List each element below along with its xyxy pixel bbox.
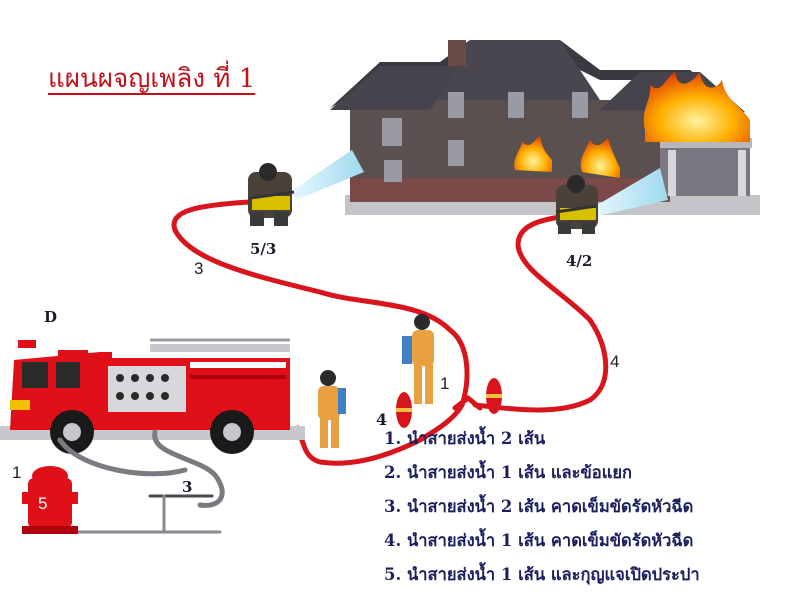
suction-number: 3 [182,478,193,496]
hose-number-right: 4 [610,352,620,371]
step-item: 3. นำสายส่งน้ำ 2 เส้น คาดเข็มขัดรัดหัวฉี… [384,497,694,516]
firefighter-team-right [555,175,598,234]
firefighter-team-left [248,163,295,226]
burning-house [330,40,760,215]
hydrant-supply-hoses [57,429,225,534]
hose-number-wye: 1 [440,374,450,393]
step-item: 4. นำสายส่งน้ำ 1 เส้น คาดเข็มขัดรัดหัวฉี… [384,531,694,550]
nozzle-left-label: 5/3 [250,240,277,258]
hydrant-number: 5 [38,494,48,513]
water-stream-right [592,168,668,216]
water-stream-left [290,150,364,200]
rolled-hose-right [486,378,502,414]
firefighter-at-truck [318,370,346,448]
firefighter-at-wye [402,314,434,404]
rolled-hose-left [396,392,412,428]
truck-label: D [44,308,58,326]
hose-number-left: 3 [194,259,204,278]
step-item: 1. นำสายส่งน้ำ 2 เส้น [384,429,546,448]
step-item: 2. นำสายส่งน้ำ 1 เส้น และข้อแยก [384,463,632,482]
fire-hydrant [22,466,78,534]
nozzle-right-label: 4/2 [566,252,593,270]
page-title: แผนผจญเพลิง ที่ 1 [48,64,256,94]
hose-number-hydrant-line: 1 [12,463,22,482]
steps-list: 1. นำสายส่งน้ำ 2 เส้น 2. นำสายส่งน้ำ 1 เ… [384,422,700,592]
step-item: 5. นำสายส่งน้ำ 1 เส้น และกุญแจเปิดประปา [384,565,700,584]
hose-lines [171,199,609,466]
hose-number-outlet: 4 [376,410,388,429]
